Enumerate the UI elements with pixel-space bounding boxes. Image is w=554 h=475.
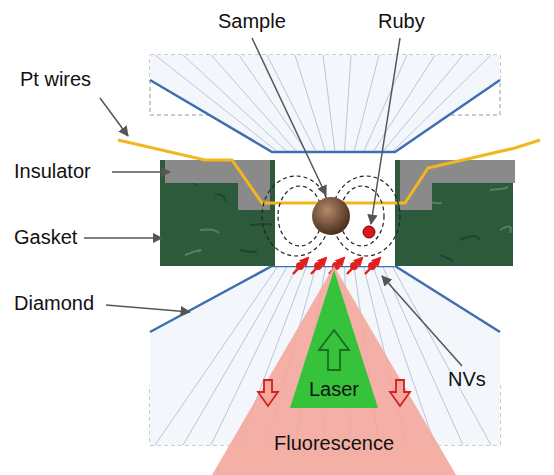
insulator-layer <box>165 160 270 210</box>
field-lines <box>262 176 400 256</box>
sample-sphere <box>312 197 350 235</box>
fluorescence-cone: Fluorescence Laser <box>212 266 456 475</box>
pt-wire <box>118 140 540 203</box>
gasket-label: Gasket <box>14 226 77 248</box>
ruby-label: Ruby <box>378 10 425 32</box>
upper-diamond <box>150 55 500 152</box>
wire-label: Pt wires <box>20 68 91 90</box>
laser-label: Laser <box>290 378 378 400</box>
insulator-label: Insulator <box>14 160 91 182</box>
diamond-label: Diamond <box>14 292 94 314</box>
laser-cone: Laser <box>290 270 378 408</box>
sample-label: Sample <box>218 10 286 32</box>
gasket-block <box>160 160 275 266</box>
fluorescence-label: Fluorescence <box>212 432 456 454</box>
nv-label: NVs <box>448 368 486 390</box>
diamond-edge <box>150 80 500 152</box>
ruby-sphere <box>363 226 375 238</box>
leader-lines <box>84 38 462 366</box>
